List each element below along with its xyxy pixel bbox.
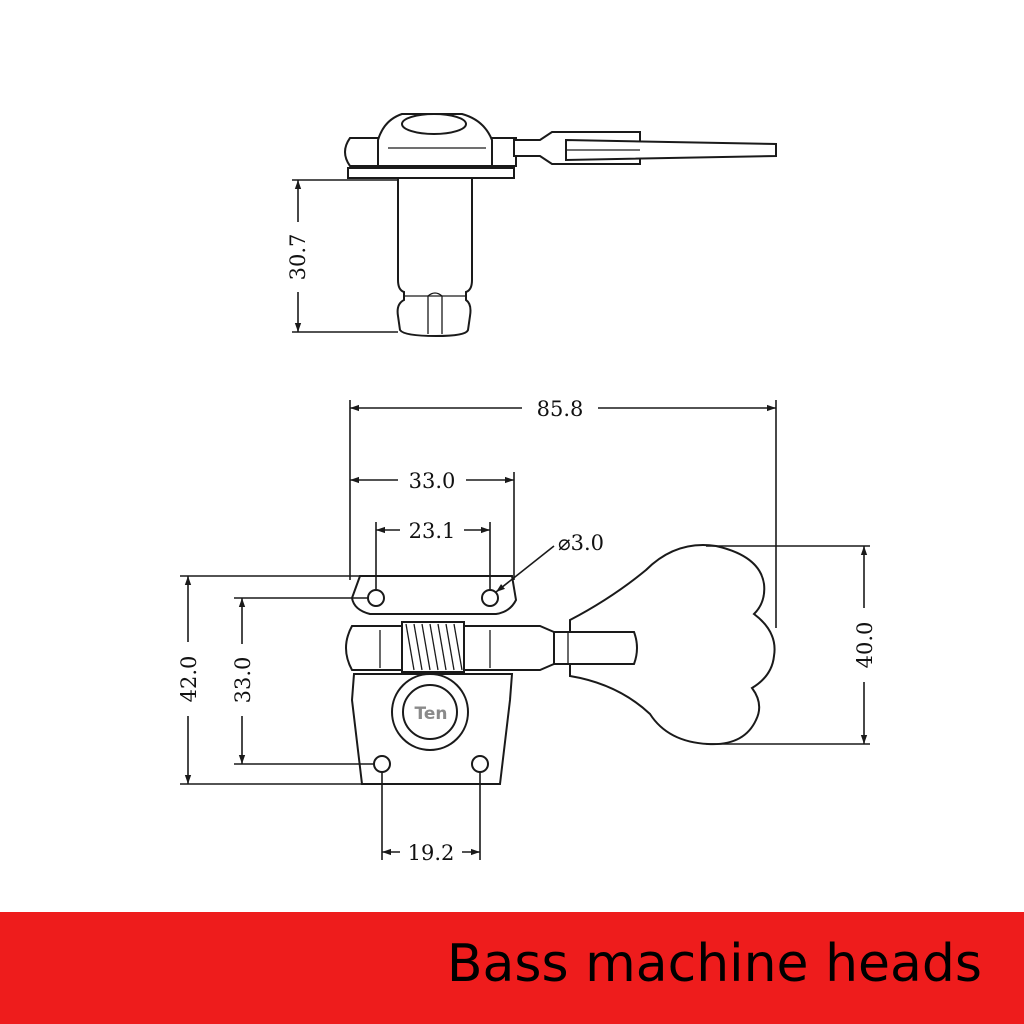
dim-overall-length: 85.8: [349, 397, 777, 628]
front-view: Ten: [345, 544, 776, 785]
label-button-height: 40.0: [853, 622, 877, 669]
label-hole-diameter: ⌀3.0: [558, 531, 604, 555]
title-banner: Bass machine heads: [0, 912, 1024, 1024]
dim-hole-diameter: ⌀3.0: [495, 531, 604, 593]
mount-hole-bottom-right: [471, 755, 489, 773]
dim-post-height: 30.7: [286, 179, 398, 333]
mount-hole-bottom-left: [373, 755, 391, 773]
label-plate-height: 33.0: [231, 657, 255, 704]
label-plate-width: 33.0: [409, 469, 456, 493]
dim-plate-width: 33.0: [350, 469, 515, 580]
dim-bottom-hole-spacing: 19.2: [381, 772, 481, 865]
label-post-height: 30.7: [286, 234, 310, 281]
mount-hole-top-left: [367, 589, 385, 607]
label-overall-length: 85.8: [537, 397, 584, 421]
dim-overall-height: 42.0: [177, 575, 366, 785]
brand-logo: Ten: [415, 704, 448, 724]
dim-plate-height: 33.0: [231, 597, 374, 765]
dim-button-height: 40.0: [706, 545, 877, 745]
technical-drawing: 30.7 Ten: [177, 113, 877, 865]
dim-top-hole-spacing: 23.1: [375, 519, 491, 590]
side-view: [344, 113, 777, 338]
mount-hole-top-right: [481, 589, 499, 607]
label-top-hole-spacing: 23.1: [409, 519, 456, 543]
label-bottom-hole-spacing: 19.2: [408, 841, 455, 865]
label-overall-height: 42.0: [177, 656, 201, 703]
banner-title: Bass machine heads: [446, 934, 982, 994]
